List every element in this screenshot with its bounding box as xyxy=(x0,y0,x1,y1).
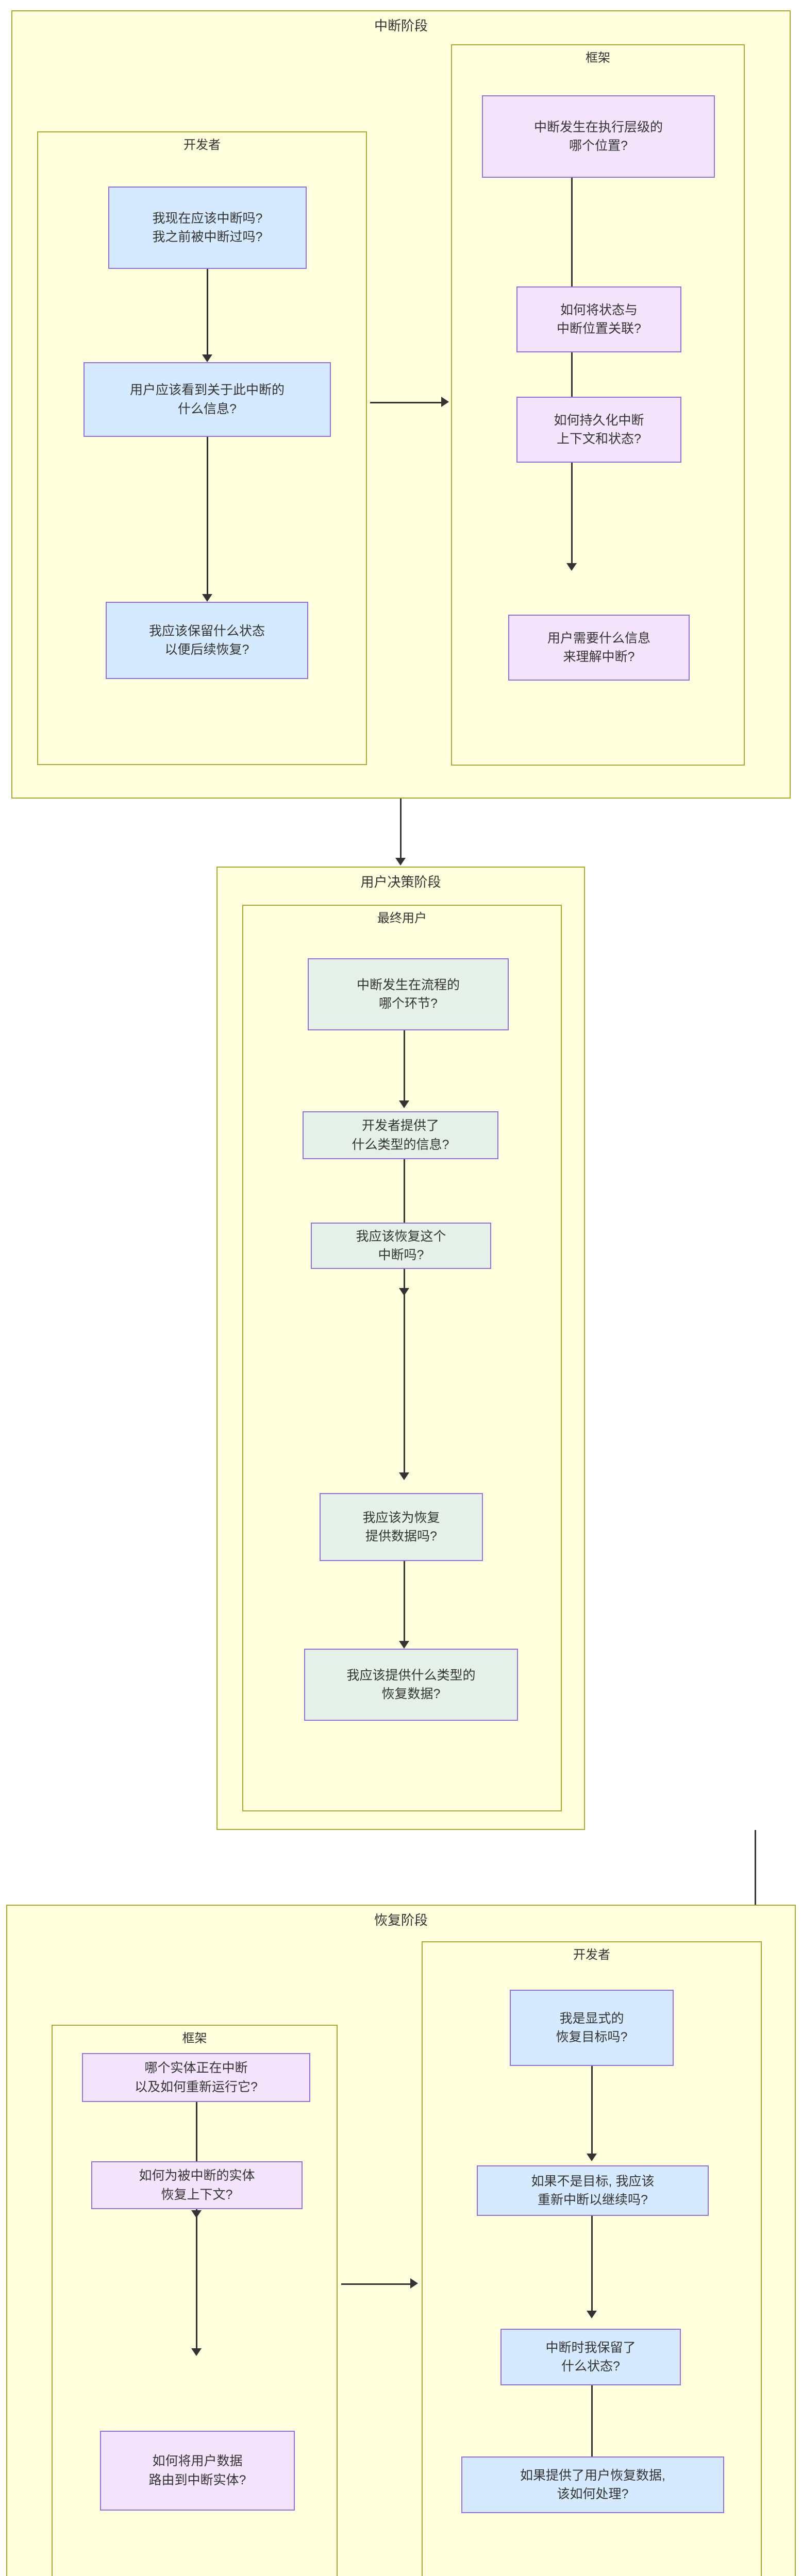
phase-interrupt-title: 中断阶段 xyxy=(374,18,428,33)
phase-user-decision-title: 用户决策阶段 xyxy=(360,874,441,890)
edge-d1-d2 xyxy=(207,269,208,357)
edge-rd3-rd4 xyxy=(591,2385,593,2488)
actor-framework-2-title: 框架 xyxy=(182,2031,207,2045)
edge-phase2-phase3 xyxy=(755,1830,756,1918)
edge-phase1-phase2-arrowhead xyxy=(395,858,406,866)
edge-rd1-rd2 xyxy=(591,2066,593,2156)
edge-u3-u4 xyxy=(404,1269,405,1475)
edge-rf1-rf2 xyxy=(196,2102,197,2213)
node-f2[interactable]: 如何将状态与 中断位置关联? xyxy=(516,286,681,352)
edge-rd2-rd3-arrowhead xyxy=(587,2311,597,2318)
actor-developer-2-title: 开发者 xyxy=(573,1948,610,1962)
node-u3[interactable]: 我应该恢复这个 中断吗? xyxy=(311,1223,491,1269)
node-rf1[interactable]: 哪个实体正在中断 以及如何重新运行它? xyxy=(82,2053,310,2102)
phase-recovery-title: 恢复阶段 xyxy=(374,1912,428,1928)
node-d2[interactable]: 用户应该看到关于此中断的 什么信息? xyxy=(83,362,331,437)
edge-f3-f4-arrowhead xyxy=(566,563,577,571)
node-rf3[interactable]: 如何将用户数据 路由到中断实体? xyxy=(100,2431,295,2511)
edge-developer1-framework1 xyxy=(370,402,442,403)
edge-u1-u2-arrowhead xyxy=(399,1100,409,1108)
actor-end-user-title: 最终用户 xyxy=(377,911,427,925)
edge-f3-f4 xyxy=(571,463,573,566)
edge-u4-u5 xyxy=(404,1561,405,1643)
node-u5[interactable]: 我应该提供什么类型的 恢复数据? xyxy=(304,1649,518,1721)
edge-u1-u2 xyxy=(404,1030,405,1103)
node-f3[interactable]: 如何持久化中断 上下文和状态? xyxy=(516,397,681,463)
edge-d2-d3 xyxy=(207,437,208,597)
edge-developer1-framework1-arrowhead xyxy=(441,397,449,407)
node-u4[interactable]: 我应该为恢复 提供数据吗? xyxy=(320,1493,483,1561)
edge-rd2-rd3 xyxy=(591,2216,593,2314)
edge-framework2-developer2-arrowhead xyxy=(410,2278,418,2289)
edge-rf2-rf3-arrowhead xyxy=(191,2348,202,2356)
edge-u3-u4-arrowhead xyxy=(399,1472,409,1480)
edge-d1-d2-arrowhead xyxy=(202,354,212,362)
node-rd4[interactable]: 如果提供了用户恢复数据, 该如何处理? xyxy=(461,2456,724,2513)
edge-u4-u5-arrowhead xyxy=(399,1641,409,1649)
node-d1[interactable]: 我现在应该中断吗? 我之前被中断过吗? xyxy=(108,187,307,269)
edge-framework2-developer2 xyxy=(341,2283,411,2285)
node-d3[interactable]: 我应该保留什么状态 以便后续恢复? xyxy=(106,602,308,679)
node-rd3[interactable]: 中断时我保留了 什么状态? xyxy=(500,2329,681,2385)
edge-d2-d3-arrowhead xyxy=(202,594,212,602)
edge-rf2-rf3 xyxy=(196,2209,197,2351)
edge-phase1-phase2 xyxy=(400,799,402,860)
node-u1[interactable]: 中断发生在流程的 哪个环节? xyxy=(308,958,509,1030)
node-u2[interactable]: 开发者提供了 什么类型的信息? xyxy=(303,1111,498,1159)
edge-rd1-rd2-arrowhead xyxy=(587,2154,597,2161)
node-rd1[interactable]: 我是显式的 恢复目标吗? xyxy=(510,1990,674,2066)
node-f4[interactable]: 用户需要什么信息 来理解中断? xyxy=(508,615,690,681)
edge-f1-f2 xyxy=(571,178,573,289)
node-f1[interactable]: 中断发生在执行层级的 哪个位置? xyxy=(482,95,715,178)
node-rd2[interactable]: 如果不是目标, 我应该 重新中断以继续吗? xyxy=(477,2165,709,2216)
actor-framework-1-title: 框架 xyxy=(586,51,610,65)
actor-developer-1-title: 开发者 xyxy=(183,138,221,152)
node-rf2[interactable]: 如何为被中断的实体 恢复上下文? xyxy=(91,2161,303,2209)
